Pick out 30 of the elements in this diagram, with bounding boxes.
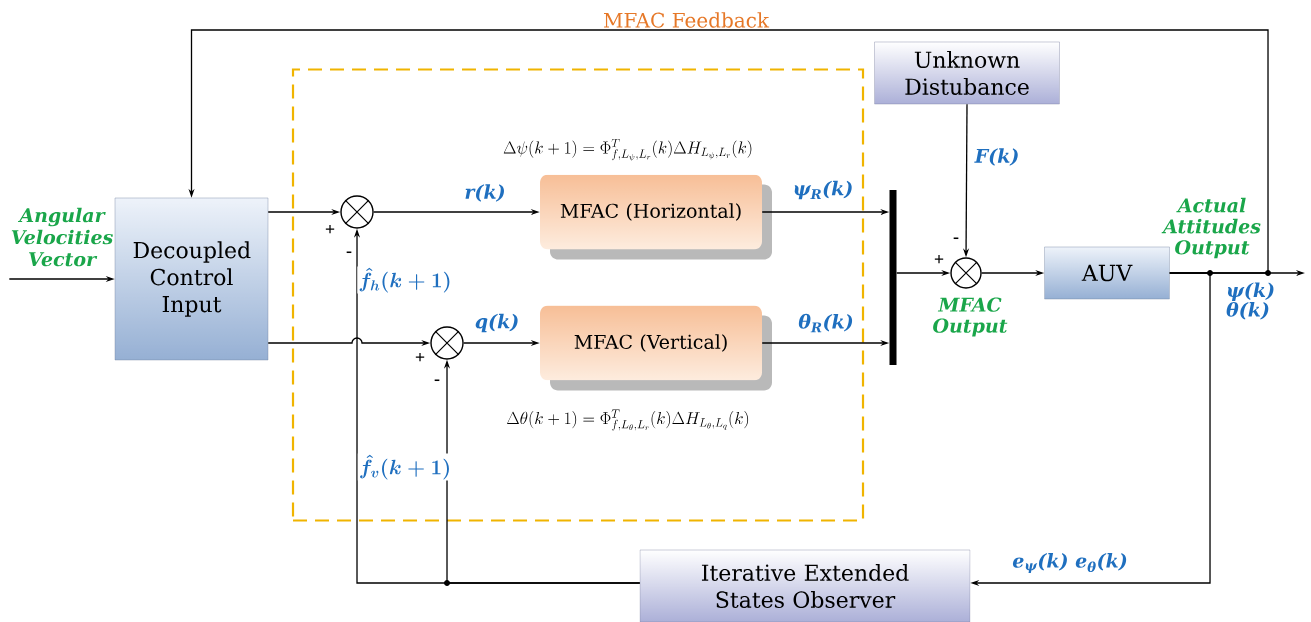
process-box: AUV	[1044, 246, 1170, 300]
sign-label: +	[325, 224, 335, 234]
summing-junction	[950, 257, 982, 289]
sign-label: +	[415, 352, 425, 362]
edge-label: r(k)	[463, 183, 507, 203]
sign-label: -	[953, 237, 959, 240]
edge-label: q(k)	[473, 312, 521, 334]
sign-label: -	[434, 379, 440, 382]
dashed-boundary	[291, 68, 865, 522]
controller-box: MFAC (Vertical)	[540, 305, 772, 391]
process-box: Unknown Distubance	[874, 41, 1060, 105]
edge-label: ψ$_{R}$(k)	[791, 179, 855, 201]
sign-label: -	[346, 251, 352, 254]
controller-box: MFAC (Horizontal)	[540, 174, 772, 260]
formula: $\Delta\theta(k+1)=\Phi^{T}_{f,L_{\theta},L_{r}}(k)\Delta H_{L_{\theta},L_{q}}(k)$	[507, 409, 749, 431]
edge-label: F(k)	[973, 147, 1021, 167]
signal-label: MFAC Output	[933, 297, 1008, 337]
edge-label: θ$_{R}$(k)	[797, 312, 855, 334]
sign-label: +	[934, 254, 944, 264]
process-box: Iterative Extended States Observer	[639, 549, 971, 622]
edge-label: MFAC Feedback	[602, 11, 770, 29]
edge-label: $\hat{f}_{h}(k+1)$	[357, 266, 453, 294]
edge-label: $\hat{f}_{v}(k+1)$	[357, 453, 453, 481]
edge-label: ψ(k) θ(k)	[1225, 281, 1274, 321]
process-box: Decoupled Control Input	[114, 197, 269, 361]
edge-label: e$_{ψ}$(k) e$_{θ}$(k)	[1011, 552, 1129, 574]
summing-junction	[340, 195, 374, 229]
signal-label: Angular Velocities Vector	[11, 207, 113, 267]
summing-junction	[430, 326, 464, 360]
formula: $\Delta\psi(k+1)=\Phi^{T}_{f,L_{\psi},L_{r}}(k)\Delta H_{L_{\psi},L_{r}}(k)$	[503, 139, 752, 162]
